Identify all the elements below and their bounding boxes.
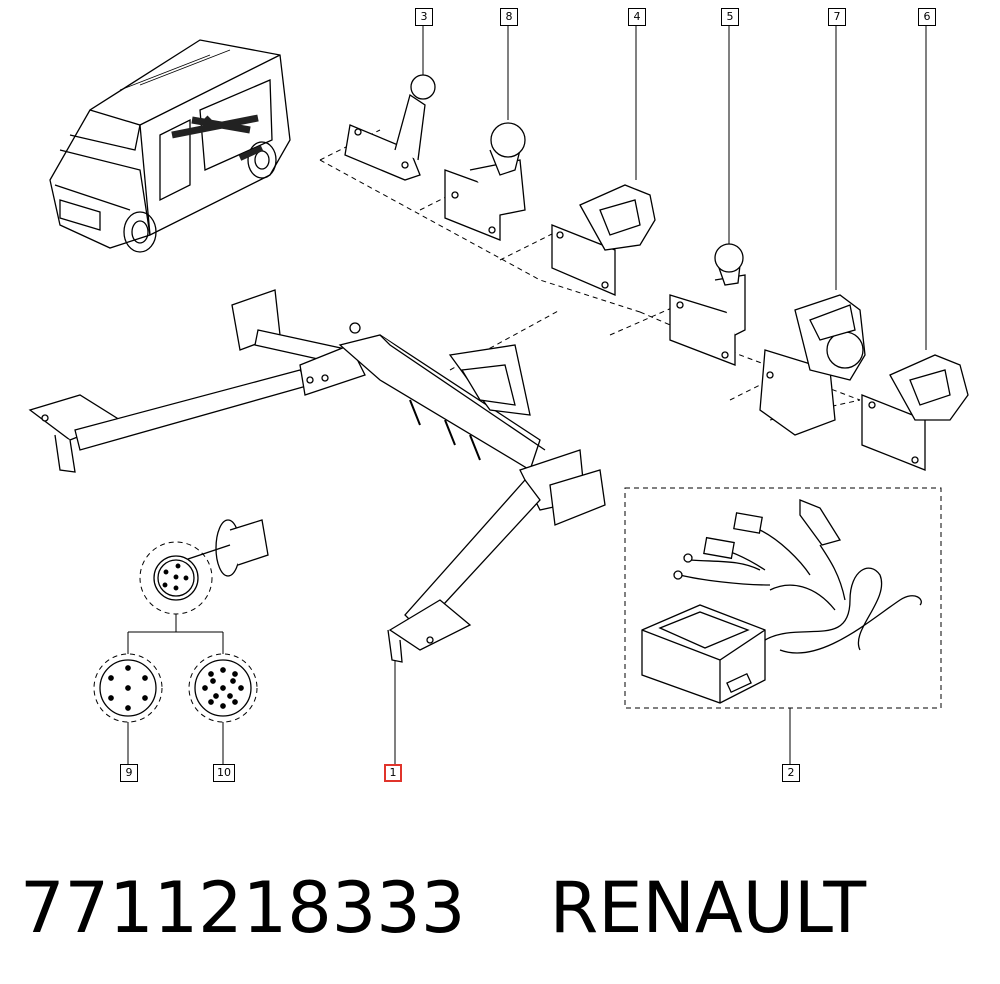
callout-4: 4 <box>628 8 646 26</box>
brand-name: RENAULT <box>549 867 867 949</box>
callout-8: 8 <box>500 8 518 26</box>
part-5-ball-plate <box>669 243 746 366</box>
socket-connector <box>153 519 269 601</box>
callout-2: 2 <box>782 764 800 782</box>
van-illustration <box>49 39 291 253</box>
callout-10: 10 <box>213 764 235 782</box>
callout-5: 5 <box>721 8 739 26</box>
callout-3: 3 <box>415 8 433 26</box>
part-4-hook-plate <box>551 184 656 296</box>
part-number: 7711218333 <box>20 867 466 949</box>
part-2-wiring-kit <box>641 499 922 704</box>
part-6-pintle-hook <box>861 354 969 471</box>
part-3-towball-plate <box>344 74 436 181</box>
callout-1-highlighted: 1 <box>384 764 402 782</box>
callout-6: 6 <box>918 8 936 26</box>
callout-leaders <box>127 25 927 765</box>
socket-7-pin <box>99 659 157 717</box>
part-8-ball-bracket <box>444 122 526 241</box>
callout-7: 7 <box>828 8 846 26</box>
part-1-towbar-frame <box>28 289 606 663</box>
part-caption: 7711218333 RENAULT <box>20 858 980 958</box>
socket-13-pin <box>194 659 252 717</box>
part-7-combination-hitch <box>759 294 866 436</box>
callout-9: 9 <box>120 764 138 782</box>
